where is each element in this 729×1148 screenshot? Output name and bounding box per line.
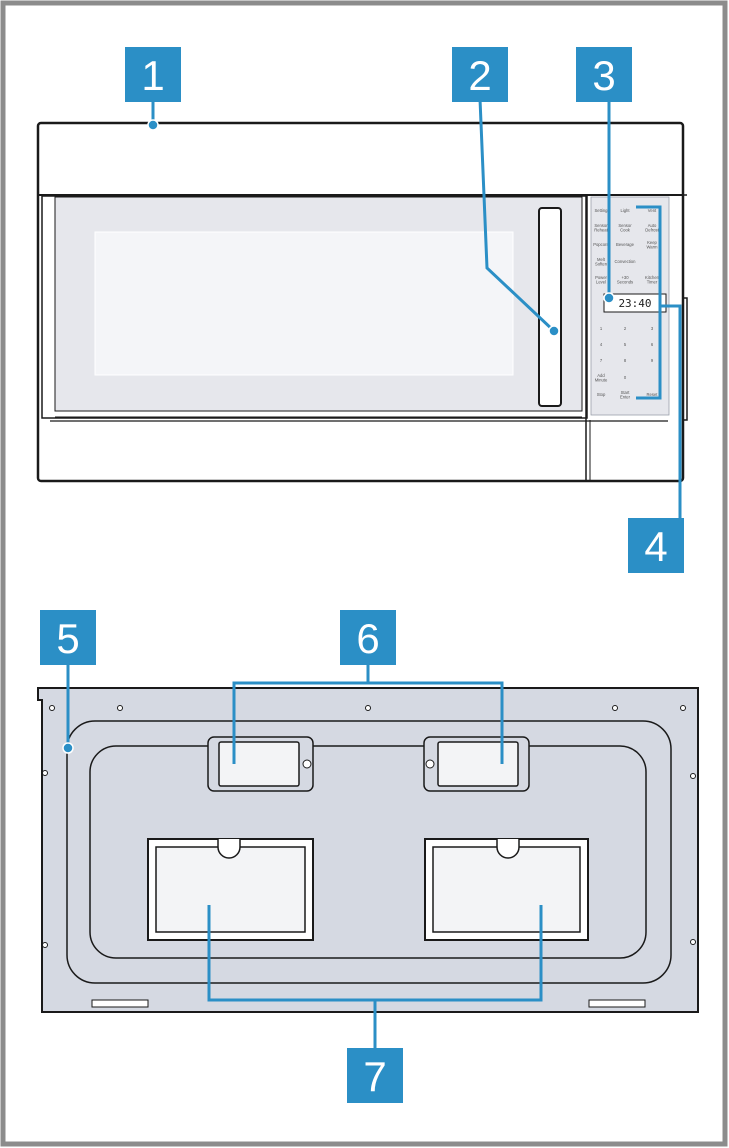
bottom-slot-left bbox=[91, 999, 149, 1008]
leader-dot-1 bbox=[147, 119, 159, 131]
display-window bbox=[603, 293, 667, 313]
keypad-key-label: Vent bbox=[648, 208, 657, 213]
right-small-vent bbox=[423, 736, 530, 792]
keypad-key-label: Convection bbox=[615, 259, 637, 264]
mounting-plate bbox=[37, 687, 699, 1013]
mounting-hole bbox=[365, 705, 371, 711]
keypad-key-label: 7 bbox=[600, 358, 603, 363]
leader-dot-3 bbox=[603, 292, 615, 304]
leader-line-6 bbox=[232, 662, 504, 764]
leader-line-7 bbox=[207, 905, 543, 1050]
keypad-key-label: Light bbox=[620, 208, 630, 213]
svg-text:6: 6 bbox=[356, 615, 379, 662]
leader-line-2 bbox=[478, 98, 556, 333]
door-window bbox=[94, 231, 514, 376]
keypad-key-label: 9 bbox=[651, 358, 654, 363]
keypad-key-label: 1 bbox=[600, 326, 603, 331]
callout-1: 1 bbox=[125, 47, 181, 102]
mounting-holes bbox=[42, 705, 696, 948]
callout-4: 4 bbox=[628, 518, 684, 573]
keypad-key-label: Stop bbox=[597, 392, 606, 397]
side-notch bbox=[683, 194, 688, 421]
mounting-hole bbox=[117, 705, 123, 711]
leader-line-4 bbox=[636, 205, 682, 520]
keypad-key-label: 3 bbox=[651, 326, 654, 331]
leader-dot-2 bbox=[548, 325, 560, 337]
bottom-slot-right bbox=[588, 999, 646, 1008]
door-handle bbox=[538, 207, 562, 407]
leader-lines bbox=[66, 98, 682, 1050]
display-readout: 23:40 bbox=[618, 297, 651, 310]
keypad-key-label: 8 bbox=[624, 358, 627, 363]
keypad-key-label: 2 bbox=[624, 326, 627, 331]
callout-6: 6 bbox=[340, 610, 396, 665]
keypad-key-label: Beverage bbox=[616, 242, 635, 247]
right-large-vent bbox=[424, 838, 589, 941]
mounting-hole bbox=[49, 705, 55, 711]
mounting-hole bbox=[42, 942, 48, 948]
mounting-hole bbox=[690, 939, 696, 945]
left-small-vent bbox=[207, 736, 314, 792]
leader-dot-5 bbox=[62, 742, 74, 754]
left-large-vent bbox=[147, 838, 314, 941]
svg-text:1: 1 bbox=[141, 52, 164, 99]
mounting-hole bbox=[42, 770, 48, 776]
plate-outer-channel bbox=[66, 720, 672, 984]
callout-badges: 1 2 3 4 5 6 7 bbox=[40, 47, 684, 1103]
leader-dots bbox=[62, 119, 615, 754]
keypad-key-label: 0 bbox=[624, 375, 627, 380]
keypad-key-label: 4 bbox=[600, 342, 603, 347]
mounting-hole bbox=[690, 773, 696, 779]
svg-text:5: 5 bbox=[56, 615, 79, 662]
keypad-key-label: Popcorn bbox=[593, 242, 609, 247]
svg-text:3: 3 bbox=[592, 52, 615, 99]
callout-2: 2 bbox=[452, 47, 508, 102]
mounting-hole bbox=[612, 705, 618, 711]
mounting-plate-view bbox=[37, 687, 699, 1013]
mounting-hole bbox=[680, 705, 686, 711]
svg-text:4: 4 bbox=[644, 523, 667, 570]
keypad-key-label: 5 bbox=[624, 342, 627, 347]
keypad-key-label: 6 bbox=[651, 342, 654, 347]
keypad-key-label: Setting bbox=[594, 208, 608, 213]
svg-text:2: 2 bbox=[468, 52, 491, 99]
svg-text:7: 7 bbox=[363, 1053, 386, 1100]
callout-3: 3 bbox=[576, 47, 632, 102]
callout-5: 5 bbox=[40, 610, 96, 665]
callout-7: 7 bbox=[347, 1048, 403, 1103]
plate-inner-channel bbox=[89, 745, 647, 959]
keypad-key-label: Reset bbox=[647, 392, 659, 397]
